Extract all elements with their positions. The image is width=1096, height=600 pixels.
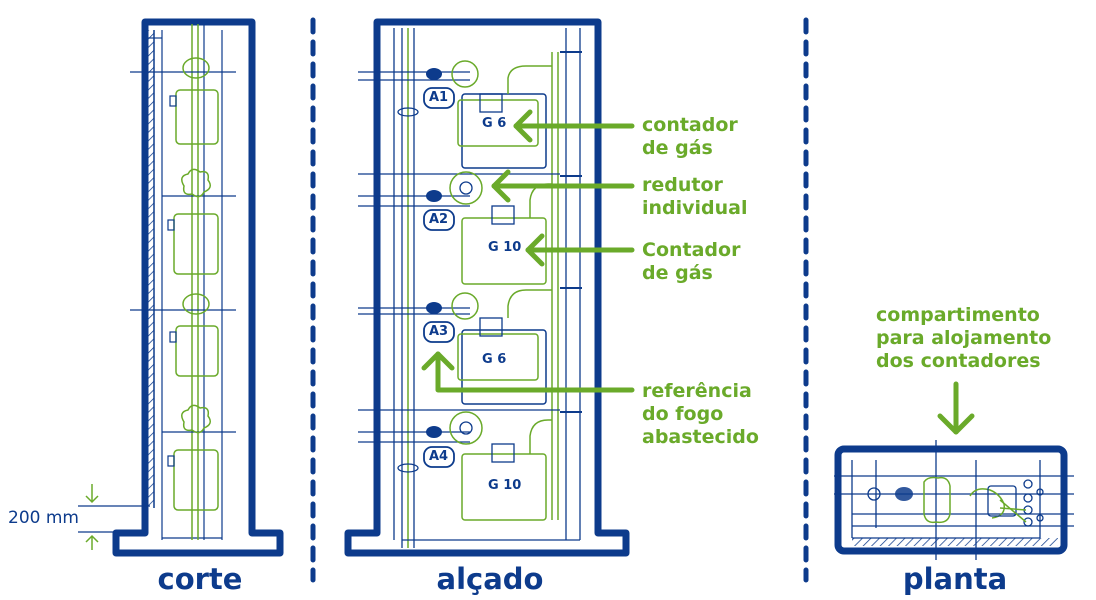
meter-label-4: G 10 [488,478,522,493]
ref-box-a4 [423,446,455,468]
callout-referencia-line-3: abastecido [642,426,759,448]
callout-redutor: redutor individual [642,174,748,220]
ref-label-a4: A4 [429,449,449,464]
dimension-marker [78,484,150,550]
planta-view [834,440,1074,560]
arrow-referencia [421,351,635,393]
meter-label-3: G 6 [482,352,507,367]
callout-compartimento-line-2: para alojamento [876,327,1052,349]
callout-contador-2-line-1: Contador [642,239,741,261]
callout-contador-line-1: contador [642,114,738,136]
corte-wall-outline [112,18,284,557]
callout-contador-line-2: de gás [642,137,713,159]
ref-box-a3 [423,321,455,343]
arrow-contador-2 [525,233,635,267]
callout-contador-2: Contador de gás [642,239,740,285]
ref-label-a3: A3 [429,324,449,339]
view-title-planta: planta [902,562,1008,596]
arrow-redutor [491,169,635,203]
arrow-contador [513,109,635,143]
callout-compartimento-line-1: compartimento [876,304,1040,326]
ref-label-a2: A2 [429,212,449,227]
callout-referencia-line-2: do fogo [642,403,724,425]
meter-group-3 [426,287,582,405]
callout-contador: contador de gás [642,114,738,160]
corte-view [78,18,284,557]
corte-meter-1 [169,57,219,145]
ref-box-a2 [423,209,455,231]
corte-hatched-wall [144,30,154,508]
alcado-wall-outline [344,18,630,557]
callout-contador-2-line-2: de gás [642,262,713,284]
meter-label-1: G 6 [482,116,507,131]
view-title-corte: corte [157,562,243,596]
arrow-compartimento [937,381,975,435]
callout-redutor-line-1: redutor [642,174,723,196]
callout-arrows [421,109,975,435]
meter-group-1 [397,51,582,169]
callout-compartimento-line-3: dos contadores [876,350,1041,372]
callout-compartimento: compartimento para alojamento dos contad… [876,304,1051,373]
meter-label-2: G 10 [488,240,522,255]
meter-group-4 [397,411,582,521]
ref-box-a1 [423,87,455,109]
callout-redutor-line-2: individual [642,197,748,219]
ref-label-a1: A1 [429,90,449,105]
corte-meter-2 [167,168,219,275]
corte-meter-3 [169,293,219,377]
callout-referencia: referência do fogo abastecido [642,380,759,449]
dimension-label: 200 mm [8,508,79,528]
view-title-alcado: alçado [436,562,544,596]
callout-referencia-line-1: referência [642,380,752,402]
meter-group-2 [426,171,582,285]
corte-meter-4 [167,404,219,511]
planta-outline [834,445,1068,555]
alcado-view [344,18,630,557]
